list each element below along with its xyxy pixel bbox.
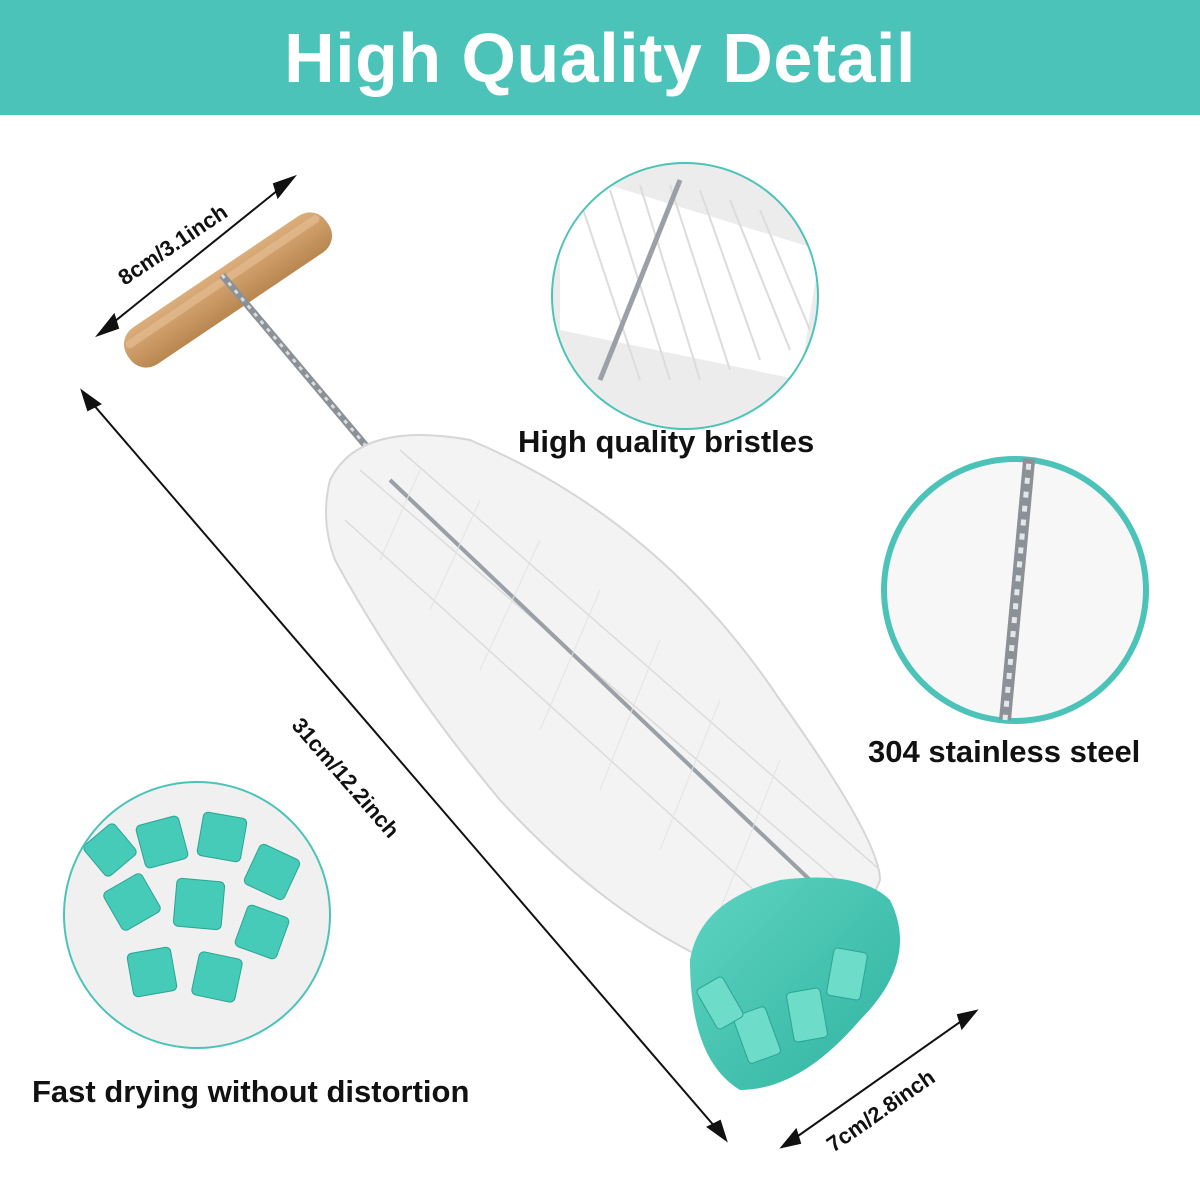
stainless-steel-closeup-image	[881, 456, 1149, 724]
length-dimension-arrow	[80, 388, 728, 1143]
wooden-handle	[123, 212, 333, 368]
feature-caption-sponge: Fast drying without distortion	[32, 1074, 470, 1109]
bristles-closeup-image	[551, 162, 819, 430]
bottle-brush	[123, 212, 900, 1090]
title-banner: High Quality Detail	[0, 0, 1200, 115]
handle-dimension-arrow	[95, 174, 297, 338]
width-dimension-arrow	[779, 1009, 979, 1149]
feature-caption-bristles: High quality bristles	[518, 424, 815, 459]
sponge-tip	[690, 877, 900, 1090]
feature-caption-steel: 304 stainless steel	[868, 734, 1141, 769]
page-title: High Quality Detail	[284, 18, 916, 97]
sponge-closeup-image	[63, 781, 331, 1049]
